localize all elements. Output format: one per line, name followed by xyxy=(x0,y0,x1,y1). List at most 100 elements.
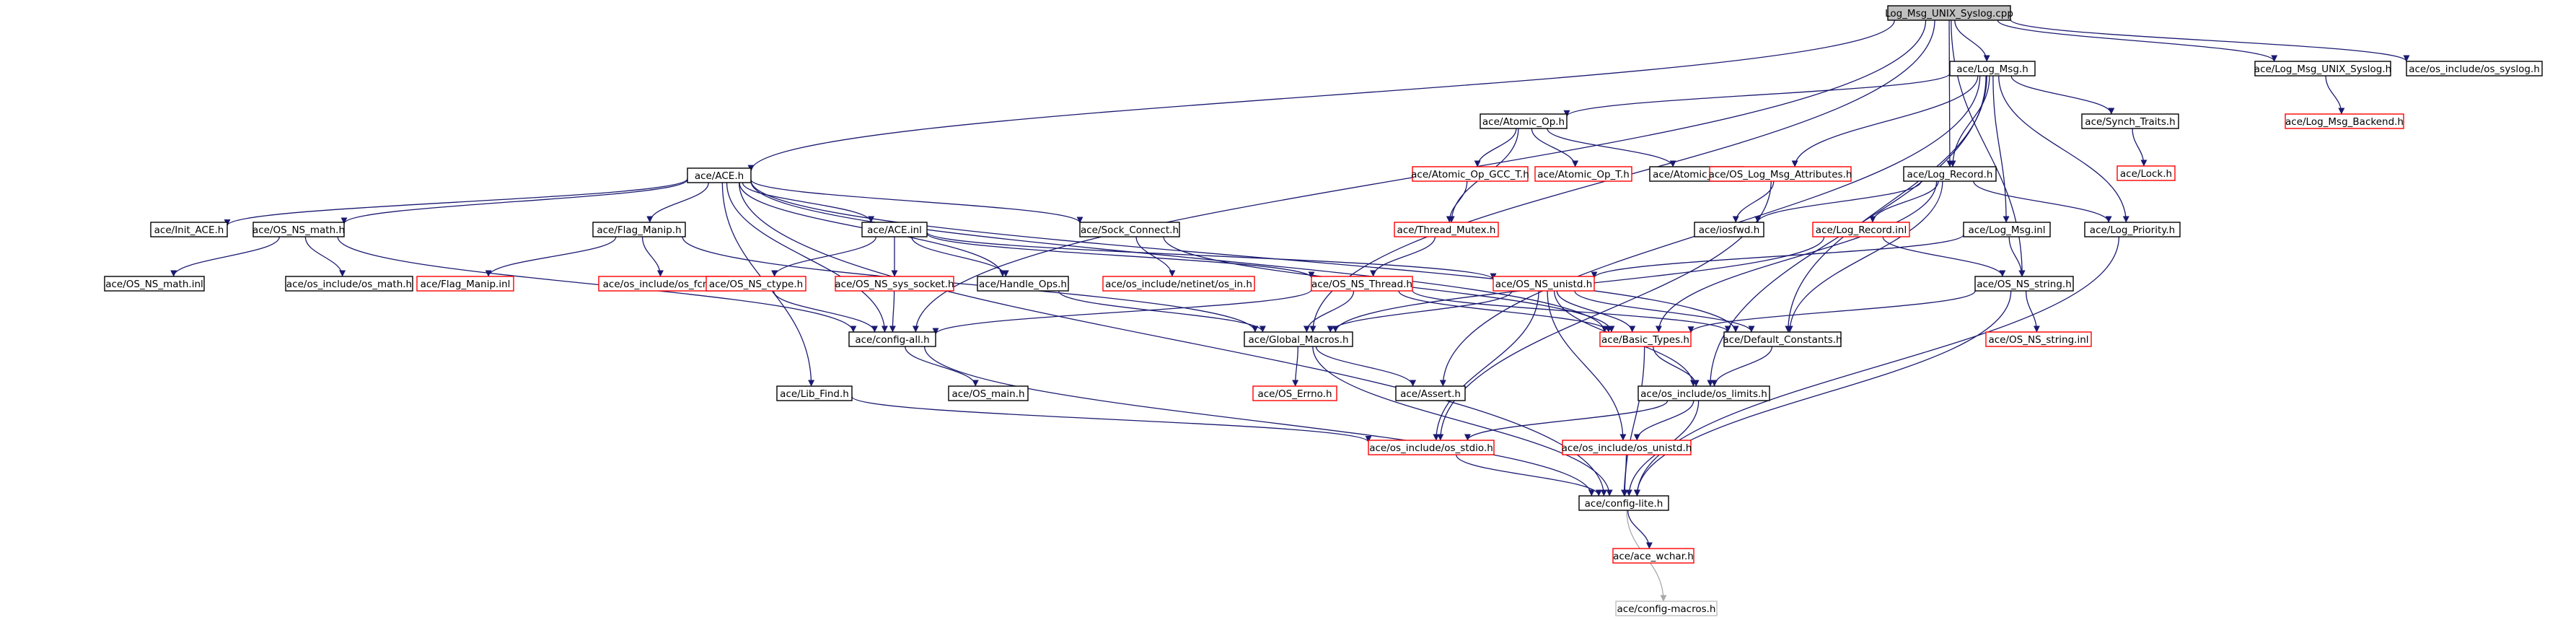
node-assert[interactable]: ace/Assert.h xyxy=(1395,385,1466,401)
node-aceh[interactable]: ace/ACE.h xyxy=(687,167,752,183)
edge-line xyxy=(1433,290,1539,441)
node-box xyxy=(1102,276,1255,292)
node-aceinl[interactable]: ace/ACE.inl xyxy=(861,222,928,237)
node-logrecord[interactable]: ace/Log_Record.h xyxy=(1903,166,1997,182)
edge-logmsg-to-atomicop xyxy=(1563,73,1951,117)
edge-osnssyssocket-to-configall xyxy=(889,290,896,333)
edge-line xyxy=(1791,75,1979,167)
node-label: ace/Lib_Find.h xyxy=(780,388,849,400)
node-atomicgcc[interactable]: ace/Atomic_Op_GCC_T.h xyxy=(1411,166,1529,182)
node-osnsstringinl[interactable]: ace/OS_NS_string.inl xyxy=(1985,331,2092,347)
node-lock[interactable]: ace/Lock.h xyxy=(2116,165,2176,181)
node-box xyxy=(1615,601,1718,616)
node-label: ace/Synch_Traits.h xyxy=(2085,116,2175,128)
node-osunistd[interactable]: ace/os_include/os_unistd.h xyxy=(1562,440,1692,455)
edge-line xyxy=(738,182,1607,497)
node-handleops[interactable]: ace/Handle_Ops.h xyxy=(977,276,1069,292)
node-defaultconstants[interactable]: ace/Default_Constants.h xyxy=(1723,331,1842,347)
node-logmsginl[interactable]: ace/Log_Msg.inl xyxy=(1963,222,2051,237)
node-osnsstring[interactable]: ace/OS_NS_string.h xyxy=(1974,276,2074,292)
edge-logrecord-to-basictypes xyxy=(1655,180,1938,333)
node-box xyxy=(2285,113,2404,129)
node-oserrno[interactable]: ace/OS_Errno.h xyxy=(1252,385,1337,401)
node-box xyxy=(687,167,752,183)
node-label: ace/OS_NS_sys_socket.h xyxy=(835,279,954,290)
node-threadmutex[interactable]: ace/Thread_Mutex.h xyxy=(1394,222,1499,237)
node-flagmanipinl[interactable]: ace/Flag_Manip.inl xyxy=(416,276,514,292)
node-box xyxy=(1480,113,1568,129)
node-box xyxy=(835,276,954,292)
node-osnssyssocket[interactable]: ace/OS_NS_sys_socket.h xyxy=(835,276,954,292)
edge-line xyxy=(905,346,979,387)
edge-line xyxy=(337,236,857,333)
node-box xyxy=(592,222,686,237)
node-osnsmathinl[interactable]: ace/OS_NS_math.inl xyxy=(104,276,205,292)
node-osnsthread[interactable]: ace/OS_NS_Thread.h xyxy=(1311,276,1413,292)
node-sockconnect[interactable]: ace/Sock_Connect.h xyxy=(1079,222,1180,237)
node-flagmanip[interactable]: ace/Flag_Manip.h xyxy=(592,222,686,237)
edge-logmsg-to-logmsginl xyxy=(1992,75,2010,223)
node-configlite[interactable]: ace/config-lite.h xyxy=(1578,495,1669,511)
edge-line xyxy=(2325,75,2345,115)
node-osmath[interactable]: ace/os_include/os_math.h xyxy=(285,276,413,292)
node-unixsyslog[interactable]: ace/Log_Msg_UNIX_Syslog.h xyxy=(2254,61,2391,77)
node-box xyxy=(1394,222,1499,237)
node-osnsunistd[interactable]: ace/OS_NS_unistd.h xyxy=(1493,276,1595,292)
node-basictypes[interactable]: ace/Basic_Types.h xyxy=(1599,331,1692,347)
edge-globalmacros-to-configlite xyxy=(1312,346,1613,497)
node-logpriority[interactable]: ace/Log_Priority.h xyxy=(2084,222,2181,237)
edge-line xyxy=(1327,290,1513,333)
edge-root-to-aceh xyxy=(747,19,1895,172)
node-globalmacros[interactable]: ace/Global_Macros.h xyxy=(1244,331,1353,347)
edge-line xyxy=(1303,290,1355,333)
edge-aceh-to-flagmanip xyxy=(646,182,709,223)
node-ossyslog[interactable]: ace/os_include/os_syslog.h xyxy=(2406,61,2543,77)
node-logrecordinl[interactable]: ace/Log_Record.inl xyxy=(1812,222,1910,237)
edge-line xyxy=(750,179,1083,224)
node-configall[interactable]: ace/config-all.h xyxy=(848,331,936,347)
edge-line xyxy=(1785,75,1987,333)
node-label: ace/config-macros.h xyxy=(1617,603,1716,615)
node-label: ace/Log_Msg_UNIX_Syslog.h xyxy=(2254,64,2391,75)
node-oslimits[interactable]: ace/os_include/os_limits.h xyxy=(1638,385,1770,401)
node-box xyxy=(1612,548,1694,564)
node-label: ace/OS_Log_Msg_Attributes.h xyxy=(1709,169,1852,180)
node-oslogmsgattr[interactable]: ace/OS_Log_Msg_Attributes.h xyxy=(1709,166,1852,182)
edge-logmsg-to-defaultconstants xyxy=(1785,75,1987,333)
node-acewchar[interactable]: ace/ace_wchar.h xyxy=(1612,548,1694,564)
node-box xyxy=(1887,5,2011,21)
edge-line xyxy=(1058,290,1266,333)
node-atomicop[interactable]: ace/Atomic_Op.h xyxy=(1480,113,1568,129)
edge-root-to-unixsyslog xyxy=(1997,19,2278,62)
node-label: ace/Log_Record.inl xyxy=(1816,224,1907,236)
edge-aceh-to-initace xyxy=(224,178,688,227)
edge-line xyxy=(1998,75,2129,223)
node-osnsmath[interactable]: ace/OS_NS_math.h xyxy=(252,222,345,237)
node-osmain[interactable]: ace/OS_main.h xyxy=(948,385,1029,401)
node-logmsg[interactable]: ace/Log_Msg.h xyxy=(1949,61,2036,77)
node-osin[interactable]: ace/os_include/netinet/os_in.h xyxy=(1102,276,1255,292)
node-backend[interactable]: ace/Log_Msg_Backend.h xyxy=(2285,113,2404,129)
node-initace[interactable]: ace/Init_ACE.h xyxy=(150,222,228,237)
node-osnsctype[interactable]: ace/OS_NS_ctype.h xyxy=(705,276,806,292)
edge-line xyxy=(1446,180,1468,223)
edge-logrecord-to-logpriority xyxy=(1973,180,2112,223)
edge-line xyxy=(1563,73,1951,117)
node-label: ace/Basic_Types.h xyxy=(1601,334,1689,346)
node-configmacros[interactable]: ace/config-macros.h xyxy=(1615,601,1718,616)
edge-atomicop-to-atomict xyxy=(1531,128,1579,167)
node-osfcntl[interactable]: ace/os_include/os_fcntl.h xyxy=(598,276,729,292)
node-label: ace/os_include/os_stdio.h xyxy=(1369,442,1493,454)
node-osstdio[interactable]: ace/os_include/os_stdio.h xyxy=(1368,440,1495,455)
edge-aceh-to-configlite xyxy=(738,182,1607,497)
edge-aceh-to-osnsmath xyxy=(340,179,688,224)
edge-line xyxy=(750,180,1608,333)
node-label: ace/OS_NS_Thread.h xyxy=(1311,279,1412,290)
edge-line xyxy=(1315,346,1417,387)
node-atomict[interactable]: ace/Atomic_Op_T.h xyxy=(1534,166,1632,182)
node-label: ace/Log_Record.h xyxy=(1907,169,1993,180)
node-label: ace/OS_NS_string.h xyxy=(1977,279,2072,290)
node-iosfwd[interactable]: ace/iosfwd.h xyxy=(1694,222,1764,237)
node-libfind[interactable]: ace/Lib_Find.h xyxy=(776,385,853,401)
node-synchtraits[interactable]: ace/Synch_Traits.h xyxy=(2081,113,2179,129)
